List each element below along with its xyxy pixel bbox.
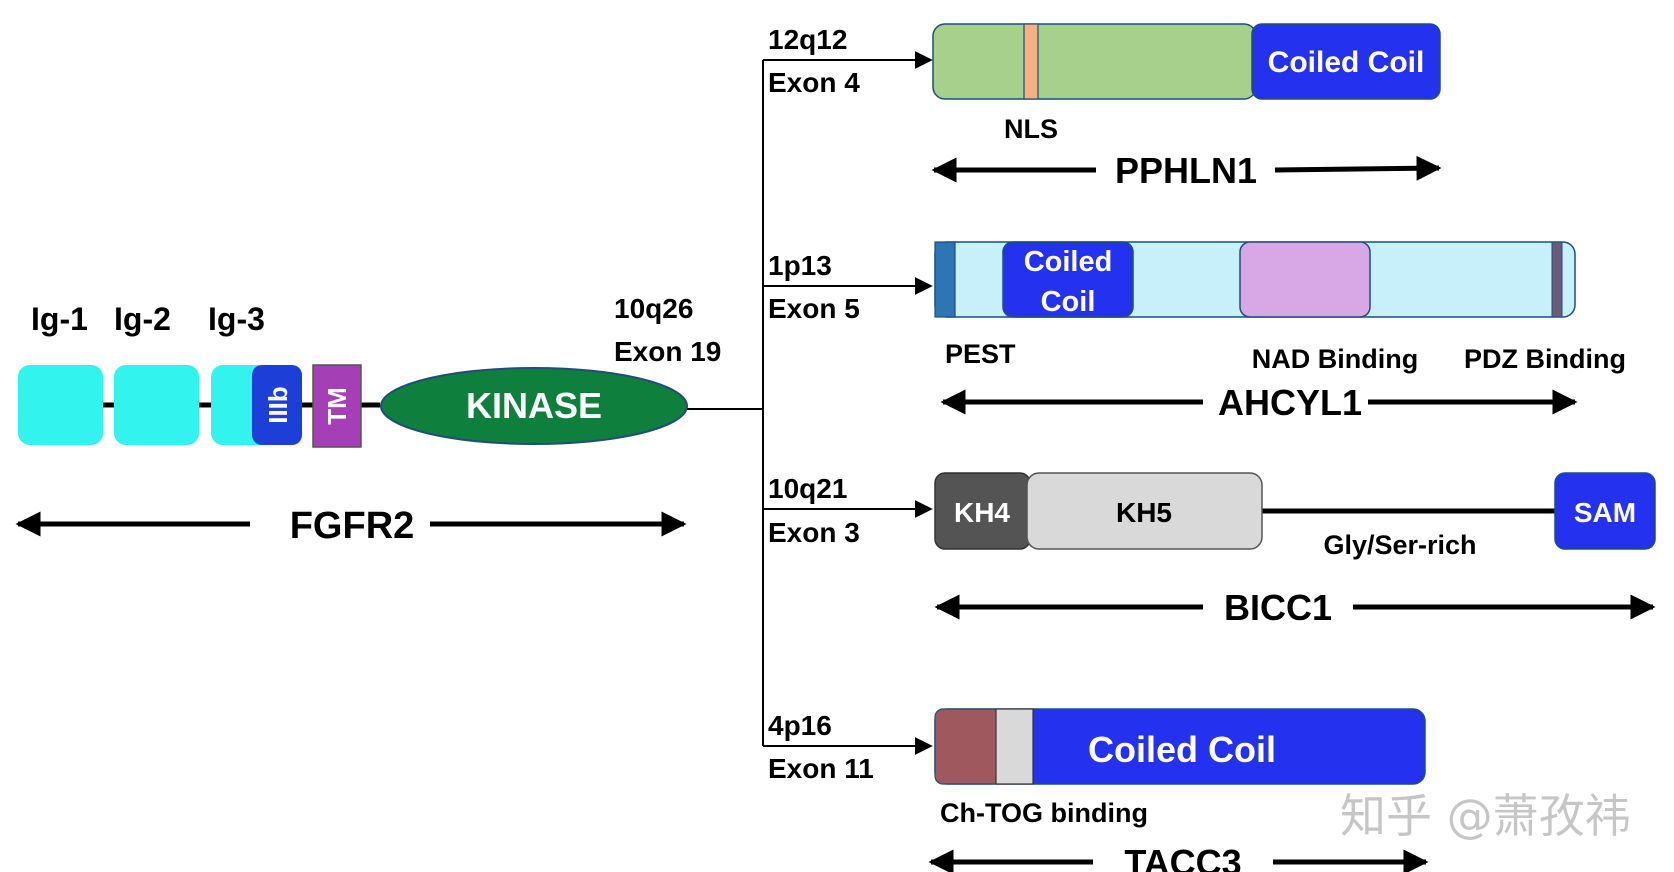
tacc3-gene-name: TACC3 xyxy=(1124,842,1241,872)
gly-ser-rich-label: Gly/Ser-rich xyxy=(1323,530,1476,560)
ig-1-domain xyxy=(18,365,103,445)
nad-binding-domain xyxy=(1239,241,1371,318)
ig-1-label: Ig-1 xyxy=(31,301,88,337)
fusion-connectors xyxy=(687,51,933,755)
tacc3-locus: 4p16 xyxy=(768,710,832,741)
fgfr2-gene-name: FGFR2 xyxy=(290,505,415,547)
bicc1-gene-name: BICC1 xyxy=(1224,587,1332,628)
nls-domain xyxy=(1023,23,1039,100)
pphln1-coiled-coil-label: Coiled Coil xyxy=(1268,46,1425,79)
iiib-domain xyxy=(252,365,302,445)
fgfr2-protein: Ig-1 Ig-2 Ig-3 IIIb TM KINASE 10q26 Exon… xyxy=(15,293,721,547)
bicc1-protein: 10q21 Exon 3 KH4 KH5 SAM Gly/Ser-rich BI… xyxy=(768,472,1656,628)
kinase-label: KINASE xyxy=(466,385,602,426)
tacc3-n-terminal-domain xyxy=(934,708,1002,785)
ch-tog-binding-domain xyxy=(995,708,1034,785)
ahcyl1-gene-name: AHCYL1 xyxy=(1218,382,1362,423)
ch-tog-binding-label: Ch-TOG binding xyxy=(940,798,1148,828)
bicc1-exon: Exon 3 xyxy=(768,517,860,548)
pphln1-gene-name: PPHLN1 xyxy=(1115,150,1257,191)
pphln1-body xyxy=(932,23,1257,100)
ahcyl1-coiled-coil-domain xyxy=(1002,241,1134,318)
ahcyl1-coiled-label-2: Coil xyxy=(1041,286,1096,318)
tm-domain xyxy=(312,364,362,448)
tm-label: TM xyxy=(322,387,352,425)
pphln1-locus: 12q12 xyxy=(768,24,847,55)
pphln1-coiled-coil-domain xyxy=(1251,23,1441,100)
ig-3-label: Ig-3 xyxy=(208,301,265,337)
kh4-label: KH4 xyxy=(954,497,1010,528)
tacc3-exon: Exon 11 xyxy=(768,753,874,784)
sam-domain xyxy=(1554,472,1656,550)
bicc1-locus: 10q21 xyxy=(768,473,847,504)
iiib-label: IIIb xyxy=(263,386,293,424)
tacc3-coiled-coil-label: Coiled Coil xyxy=(1088,729,1276,770)
tacc3-protein: 4p16 Exon 11 Coiled Coil Ch-TOG binding … xyxy=(768,708,1429,872)
pdz-binding-domain xyxy=(1551,241,1563,318)
watermark: 知乎 @萧孜祎 xyxy=(1340,789,1631,843)
pphln1-exon: Exon 4 xyxy=(768,67,860,98)
ig-2-domain xyxy=(114,365,199,445)
ahcyl1-exon: Exon 5 xyxy=(768,293,860,324)
ahcyl1-locus: 1p13 xyxy=(768,250,832,281)
pest-label: PEST xyxy=(945,339,1016,369)
sam-label: SAM xyxy=(1574,497,1636,528)
nad-binding-label: NAD Binding xyxy=(1252,344,1418,374)
nls-label: NLS xyxy=(1004,114,1058,144)
pest-domain xyxy=(934,241,956,318)
pphln1-arrow-right xyxy=(1274,155,1442,181)
kinase-domain xyxy=(380,367,688,445)
ig-2-label: Ig-2 xyxy=(114,301,171,337)
ahcyl1-protein: 1p13 Exon 5 Coiled Coil PEST NAD Binding… xyxy=(768,241,1626,423)
fgfr2-locus: 10q26 xyxy=(614,293,693,324)
pphln1-protein: 12q12 Exon 4 Coiled Coil NLS PPHLN1 xyxy=(768,23,1442,191)
kh5-domain xyxy=(1026,472,1263,550)
fgfr2-exon: Exon 19 xyxy=(614,336,721,367)
kh5-label: KH5 xyxy=(1116,497,1172,528)
pdz-binding-label: PDZ Binding xyxy=(1464,344,1626,374)
ahcyl1-coiled-label-1: Coiled xyxy=(1024,246,1113,278)
